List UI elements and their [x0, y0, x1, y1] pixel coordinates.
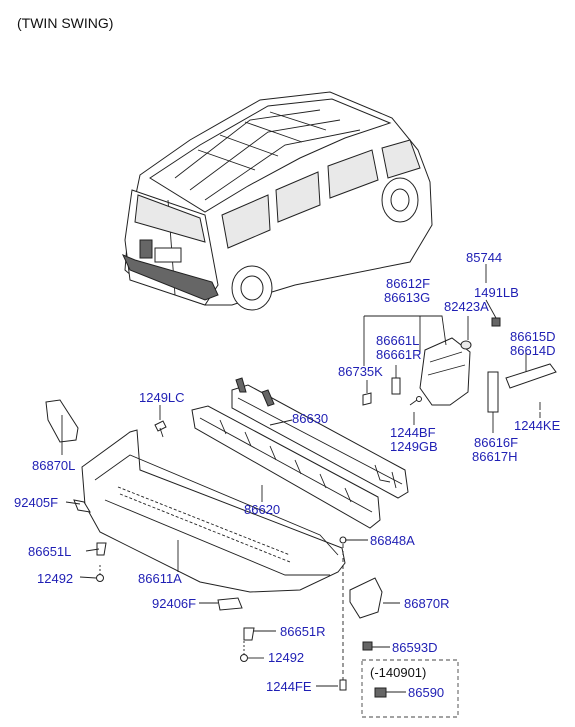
label-86612f: 86612F [386, 276, 430, 291]
label-12492-right: 12492 [268, 650, 304, 665]
note-text: (-140901) [370, 665, 426, 680]
label-86630: 86630 [292, 411, 328, 426]
bumper-beam-part [231, 377, 409, 499]
label-86651l: 86651L [28, 544, 71, 559]
bracket-part [391, 317, 501, 406]
label-1244ke: 1244KE [514, 418, 561, 433]
energy-absorber-part [191, 405, 381, 529]
label-86593d: 86593D [392, 640, 438, 655]
label-85744: 85744 [466, 250, 502, 265]
label-1244bf: 1244BF [390, 425, 436, 440]
label-86590: 86590 [408, 685, 444, 700]
label-92406f: 92406F [152, 596, 196, 611]
leader-lines [61, 264, 541, 693]
mudguard-right-part [349, 577, 383, 619]
diagram-title: (TWIN SWING) [17, 15, 113, 31]
label-86611a: 86611A [138, 571, 182, 586]
side-bracket-part [487, 363, 557, 413]
label-92405f: 92405F [14, 495, 58, 510]
label-86870l: 86870L [32, 458, 75, 473]
label-86870r: 86870R [404, 596, 450, 611]
label-86651r: 86651R [280, 624, 326, 639]
bumper-cover-part [81, 429, 346, 593]
label-1491lb: 1491LB [474, 285, 519, 300]
label-86617h: 86617H [472, 449, 518, 464]
label-1249gb: 1249GB [390, 439, 438, 454]
label-82423a: 82423A [444, 299, 489, 314]
label-86615d: 86615D [510, 329, 556, 344]
label-86848a: 86848A [370, 533, 415, 548]
label-1244fe: 1244FE [266, 679, 312, 694]
label-86613g: 86613G [384, 290, 430, 305]
van-illustration [122, 91, 433, 311]
label-1249lc: 1249LC [139, 390, 185, 405]
label-86661r: 86661R [376, 347, 422, 362]
fasteners [73, 392, 422, 698]
label-86616f: 86616F [474, 435, 518, 450]
label-86735k: 86735K [338, 364, 383, 379]
label-86661l: 86661L [376, 333, 419, 348]
label-86620: 86620 [244, 502, 280, 517]
part-labels: 85744 86612F 86613G 1491LB 82423A 86661L… [14, 250, 561, 700]
label-86614d: 86614D [510, 343, 556, 358]
label-12492-left: 12492 [37, 571, 73, 586]
